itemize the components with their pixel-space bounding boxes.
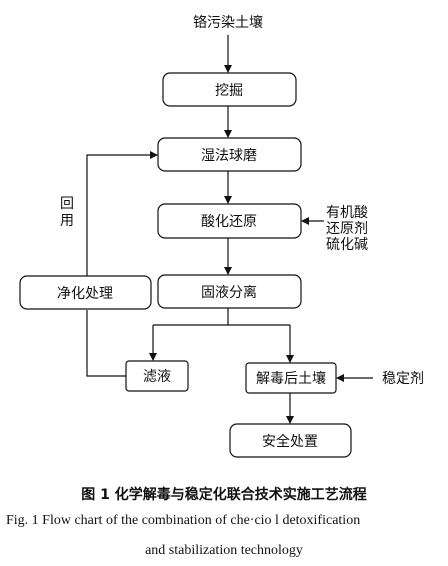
figure-caption-english-line1: Fig. 1 Flow chart of the combination of … [6,513,361,528]
label-safe-disposal: 安全处置 [262,433,318,450]
label-recycle-2: 用 [60,213,74,229]
label-acidification-reduction: 酸化还原 [201,214,257,230]
label-reagent-organic-acid: 有机酸 [326,205,368,221]
label-stabilizer: 稳定剂 [382,371,424,387]
label-purification: 净化处理 [57,286,113,302]
label-reagent-alkali-sulfide: 硫化碱 [326,237,368,253]
input-label-chromium-contaminated-soil: 铬污染土壤 [193,14,263,31]
figure-caption-english-line2: and stabilization technology [145,543,303,558]
label-solid-liquid-separation: 固液分离 [201,284,257,301]
box-solid-liquid-separation [157,274,302,309]
label-wet-ball-milling: 湿法球磨 [201,148,257,164]
label-detoxified-soil: 解毒后土壤 [256,370,326,387]
label-filtrate: 滤液 [143,369,171,385]
figure-caption-chinese: 图 1 化学解毒与稳定化联合技术实施工艺流程 [81,487,367,503]
box-wet-ball-milling [157,137,302,172]
box-purification [19,275,152,310]
label-reagent-reducing-agent: 还原剂 [326,221,368,237]
box-safe-disposal [229,423,352,458]
label-recycle-1: 回 [60,196,74,212]
arrow-recycle-to-milling [86,151,158,276]
connector-filtrate-to-purification [86,310,126,377]
box-excavation [162,72,297,107]
label-excavation: 挖掘 [215,83,243,99]
